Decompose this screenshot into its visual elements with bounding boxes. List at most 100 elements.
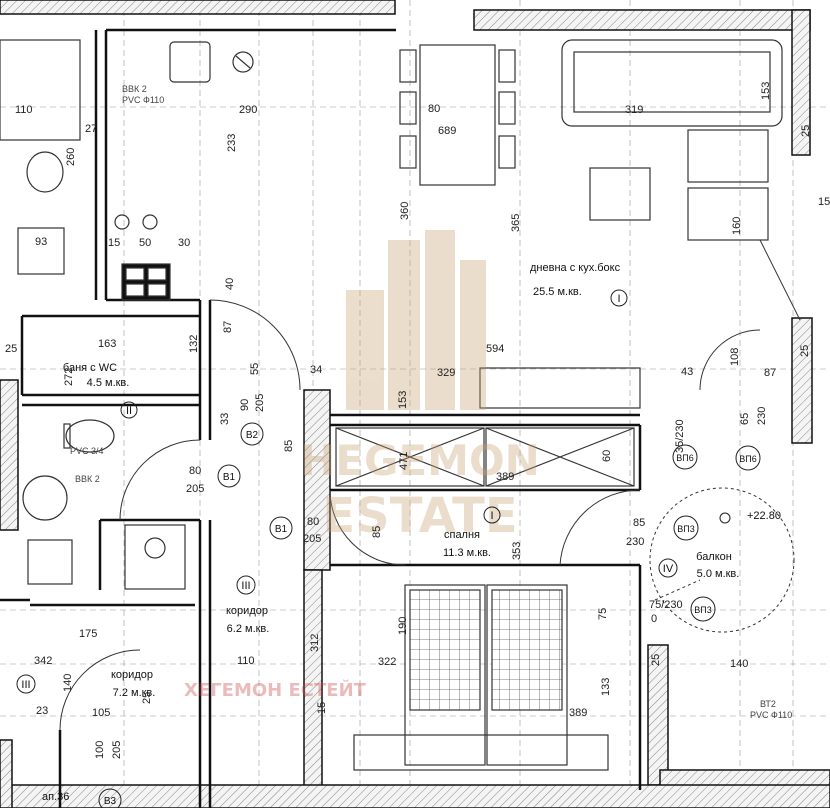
dim-290: 290 — [239, 104, 257, 116]
dim-471: 471 — [398, 452, 410, 470]
dim-15c: 15 — [316, 702, 328, 714]
dim-230a: 230 — [756, 407, 768, 425]
dimension-labels: 110 27 260 93 290 233 15 50 30 80 689 31… — [5, 82, 830, 759]
room-bedroom-name: спалня — [444, 529, 480, 541]
dim-15a: 15 — [108, 237, 120, 249]
room-bedroom-area: 11.3 м.кв. — [443, 547, 491, 559]
dim-25a: 25 — [800, 125, 812, 137]
dim-205d: 205 — [111, 741, 123, 759]
dim-80b: 80 — [307, 516, 319, 528]
dim-25c: 25 — [799, 345, 811, 357]
room-living-num: I — [617, 293, 620, 305]
dim-110b: 110 — [237, 655, 255, 667]
dim-80a: 80 — [189, 465, 201, 477]
dim-105: 105 — [92, 707, 110, 719]
dim-594: 594 — [486, 343, 504, 355]
dim-87b: 87 — [764, 367, 776, 379]
dim-175: 175 — [79, 628, 97, 640]
dim-329: 329 — [437, 367, 455, 379]
room-bedroom-num: I — [490, 510, 493, 522]
dim-205c: 205 — [303, 533, 321, 545]
room-balcony-num: IV — [663, 563, 674, 575]
dim-43: 43 — [681, 366, 693, 378]
dim-272: 272 — [63, 368, 75, 386]
dim-689: 689 — [438, 125, 456, 137]
watermark-line3: ХЕГЕМОН ЕСТЕЙТ — [184, 679, 367, 701]
dim-85c: 85 — [633, 517, 645, 529]
room-balcony-name: балкон — [696, 551, 732, 563]
dim-160: 160 — [731, 217, 743, 235]
dim-40: 40 — [224, 278, 236, 290]
dim-322: 322 — [378, 656, 396, 668]
dim-205a: 205 — [254, 394, 266, 412]
dim-108: 108 — [729, 348, 741, 366]
dim-342: 342 — [34, 655, 52, 667]
door-markers: B2 B1 B1 B3 ВП6 ВП6 ВП3 ВП3 — [98, 422, 761, 808]
dim-25d: 25 — [650, 654, 662, 666]
dim-0: 0 — [651, 613, 657, 625]
room-corridor-num: III — [241, 580, 250, 592]
door-mark-b1b: B1 — [275, 524, 288, 535]
door-mark-vp3b: ВП3 — [694, 605, 711, 615]
door-mark-vp6a: ВП6 — [676, 453, 693, 463]
pipe-pvc-mid: PVC 3/4 — [70, 446, 104, 456]
dim-353: 353 — [511, 542, 523, 560]
room-bath-name: баня с WC — [63, 362, 117, 374]
level-mark: +22.80 — [747, 510, 781, 522]
door-mark-b3: B3 — [104, 796, 117, 807]
door-swings — [59, 239, 801, 731]
dim-25e: 25 — [141, 692, 153, 704]
dim-87a: 87 — [222, 321, 234, 333]
dim-60: 60 — [601, 450, 613, 462]
dim-153b: 153 — [397, 391, 409, 409]
dim-319: 319 — [625, 104, 643, 116]
dim-190: 190 — [397, 617, 409, 635]
dim-75-230: 75/230 — [649, 599, 683, 611]
dim-110: 110 — [15, 104, 33, 116]
dim-80-top: 80 — [428, 103, 440, 115]
dim-205b: 205 — [186, 483, 204, 495]
pipe-vt2: ВТ2 — [760, 699, 776, 709]
room-corridor-name: коридор — [226, 605, 268, 617]
dim-153: 153 — [760, 82, 772, 100]
dim-23: 23 — [36, 705, 48, 717]
door-mark-vp6b: ВП6 — [739, 454, 756, 464]
room-corridor2-num: III — [21, 679, 30, 691]
furniture — [0, 39, 783, 771]
room-bath-num: II — [126, 405, 132, 417]
room-labels: дневна с кух.бокс 25.5 м.кв. I баня с WC… — [16, 262, 781, 803]
dim-55: 55 — [249, 363, 261, 375]
watermark: HEGEMON ESTATE ХЕГЕМОН ЕСТЕЙТ — [184, 230, 540, 701]
dim-233: 233 — [226, 134, 238, 152]
dim-75: 75 — [597, 608, 609, 620]
dim-90: 90 — [239, 399, 251, 411]
pipe-pvc-top: PVC Ф110 — [122, 95, 164, 105]
watermark-line1: HEGEMON — [300, 436, 540, 485]
pipe-vk2-top: ВВК 2 — [122, 84, 147, 94]
dim-25b: 25 — [5, 343, 17, 355]
dim-85b: 85 — [371, 526, 383, 538]
pipe-pvc-bottom: PVC Ф110 — [750, 710, 792, 720]
dim-85a: 85 — [283, 440, 295, 452]
pipe-labels: ВВК 2 PVC Ф110 PVC 3/4 ВВК 2 ВТ2 PVC Ф11… — [70, 84, 792, 720]
room-corridor-area: 6.2 м.кв. — [227, 623, 270, 635]
pipe-vk2-mid: ВВК 2 — [75, 474, 100, 484]
watermark-line2: ESTATE — [322, 488, 517, 544]
dim-34: 34 — [310, 364, 322, 376]
dim-140b: 140 — [730, 658, 748, 670]
dim-312: 312 — [309, 634, 321, 652]
room-corridor2-name: коридор — [111, 669, 153, 681]
door-mark-b1a: B1 — [223, 472, 236, 483]
apartment-label: ап.36 — [42, 791, 69, 803]
interior-walls — [0, 28, 642, 808]
dim-93: 93 — [35, 236, 47, 248]
dim-133: 133 — [600, 678, 612, 696]
room-living-name: дневна с кух.бокс — [530, 262, 621, 274]
dim-365: 365 — [510, 214, 522, 232]
door-mark-b2: B2 — [246, 430, 259, 441]
room-living-area: 25.5 м.кв. — [533, 286, 582, 298]
room-bath-area: 4.5 м.кв. — [87, 377, 130, 389]
dim-100: 100 — [94, 741, 106, 759]
dim-15b: 15 — [818, 196, 830, 208]
